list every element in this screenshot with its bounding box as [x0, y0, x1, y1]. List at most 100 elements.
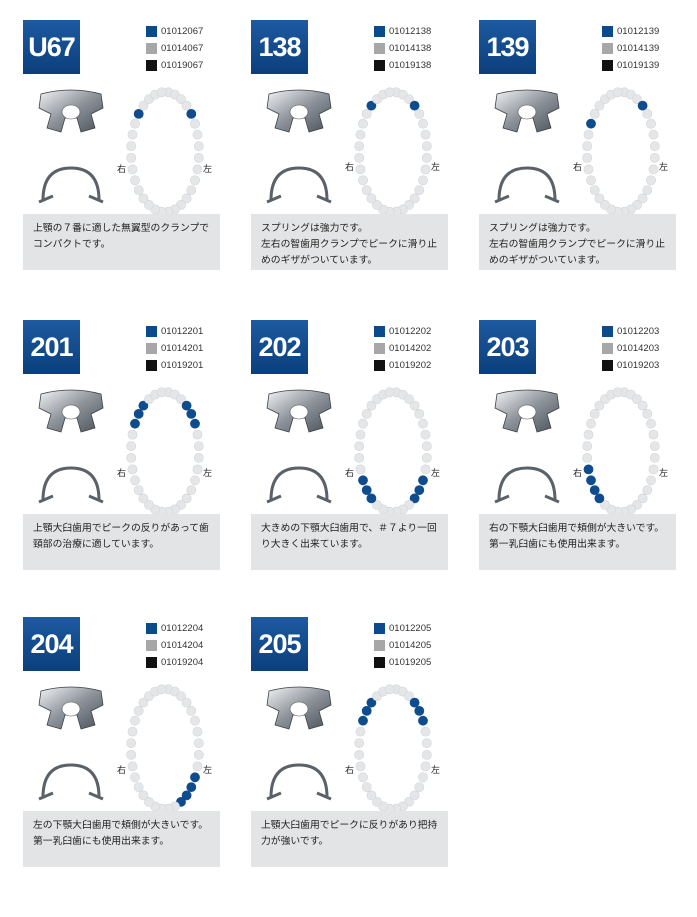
tooth: [414, 782, 425, 792]
tooth: [409, 400, 420, 411]
description: 左の下顎大臼歯用で頬側が大きいです。 第一乳臼歯にも使用出来ます。: [23, 811, 220, 867]
tooth: [358, 772, 368, 783]
model-badge: 204: [23, 617, 80, 671]
tooth: [361, 408, 372, 419]
dental-arch-diagram: 右左: [345, 387, 440, 517]
highlighted-tooth: [594, 493, 605, 504]
tooth: [418, 118, 428, 129]
tooth: [130, 175, 140, 186]
tooth: [144, 797, 154, 807]
blue-swatch: [374, 623, 385, 634]
tooth: [366, 400, 377, 411]
tooth: [133, 782, 144, 792]
clamp-illustration: [38, 389, 104, 504]
clamp-bow: [266, 763, 332, 801]
tooth: [192, 464, 203, 475]
highlighted-tooth: [366, 493, 377, 504]
tooth: [384, 87, 395, 98]
clamp-bow: [38, 763, 104, 801]
tooth: [190, 715, 200, 726]
tooth: [420, 164, 431, 175]
gray-swatch: [374, 640, 385, 651]
dental-arch-diagram: 右左: [573, 387, 668, 517]
product-code: 01019067: [161, 60, 204, 71]
product-code: 01012205: [389, 623, 432, 634]
left-side-label: 左: [203, 467, 212, 479]
product-code: 01012067: [161, 26, 204, 37]
product-code: 01014067: [161, 43, 204, 54]
clamp-card-201: 201 01012201 01014201 01019201 右左 上顎大臼歯用…: [23, 320, 223, 620]
tooth: [126, 141, 137, 151]
tooth: [127, 761, 138, 772]
tooth: [138, 697, 149, 708]
gray-swatch: [146, 343, 157, 354]
dental-arch-diagram: 右左: [117, 387, 212, 517]
right-side-label: 右: [573, 161, 582, 173]
tooth: [126, 441, 137, 451]
product-code: 01019203: [617, 360, 660, 371]
tooth: [133, 485, 144, 495]
tooth: [193, 453, 204, 463]
product-code: 01019202: [389, 360, 432, 371]
tooth: [355, 429, 366, 440]
highlighted-tooth: [409, 100, 420, 111]
clamp-bow: [494, 466, 560, 504]
highlighted-tooth: [409, 697, 420, 708]
product-codes: 01012205 01014205 01019205: [374, 620, 431, 671]
dental-arch-diagram: 右左: [345, 87, 440, 217]
highlighted-tooth: [181, 400, 192, 411]
product-code: 01012204: [161, 623, 204, 634]
tooth: [421, 453, 432, 463]
tooth: [127, 164, 138, 175]
highlighted-tooth: [637, 100, 648, 111]
clamp-bow: [38, 166, 104, 204]
model-badge: 201: [23, 320, 80, 374]
tooth: [648, 464, 659, 475]
blue-swatch: [146, 26, 157, 37]
tooth: [358, 118, 368, 129]
model-badge: 205: [251, 617, 308, 671]
tooth: [642, 408, 653, 419]
tooth: [420, 761, 431, 772]
tooth: [193, 141, 204, 151]
tooth: [372, 200, 382, 210]
tooth: [192, 164, 203, 175]
tooth: [582, 141, 593, 151]
dental-arch-diagram: 右左: [117, 684, 212, 814]
tooth: [583, 429, 594, 440]
tooth: [632, 94, 642, 104]
tooth: [384, 684, 395, 695]
product-codes: 01012138 01014138 01019138: [374, 23, 431, 74]
tooth: [190, 475, 200, 486]
highlighted-tooth: [358, 475, 368, 486]
left-side-label: 左: [431, 161, 440, 173]
tooth: [384, 387, 395, 398]
tooth: [355, 129, 366, 140]
left-side-label: 左: [431, 467, 440, 479]
clamp-card-202: 202 01012202 01014202 01019202 右左 大きめの下顎…: [251, 320, 451, 620]
clamp-illustration: [266, 389, 332, 504]
clamp-illustration: [266, 686, 332, 801]
product-code: 01012201: [161, 326, 204, 337]
clamp-hole: [289, 104, 309, 120]
tooth: [420, 429, 431, 440]
tooth: [421, 153, 432, 163]
product-code: 01014204: [161, 640, 204, 651]
left-side-label: 左: [203, 163, 212, 175]
clamp-hole: [289, 404, 309, 420]
tooth: [648, 429, 659, 440]
clamp-hole: [517, 104, 537, 120]
tooth: [144, 500, 154, 510]
product-code: 01019139: [617, 60, 660, 71]
highlighted-tooth: [366, 100, 377, 111]
tooth: [420, 726, 431, 737]
tooth: [649, 141, 660, 151]
highlighted-tooth: [358, 715, 368, 726]
highlighted-tooth: [418, 475, 428, 486]
blue-swatch: [602, 326, 613, 337]
tooth: [600, 500, 610, 510]
clamp-card-139: 139 01012139 01014139 01019139 右左 スプリングは…: [479, 20, 679, 320]
clamp-illustration: [494, 389, 560, 504]
tooth: [176, 691, 186, 701]
tooth: [414, 185, 425, 195]
